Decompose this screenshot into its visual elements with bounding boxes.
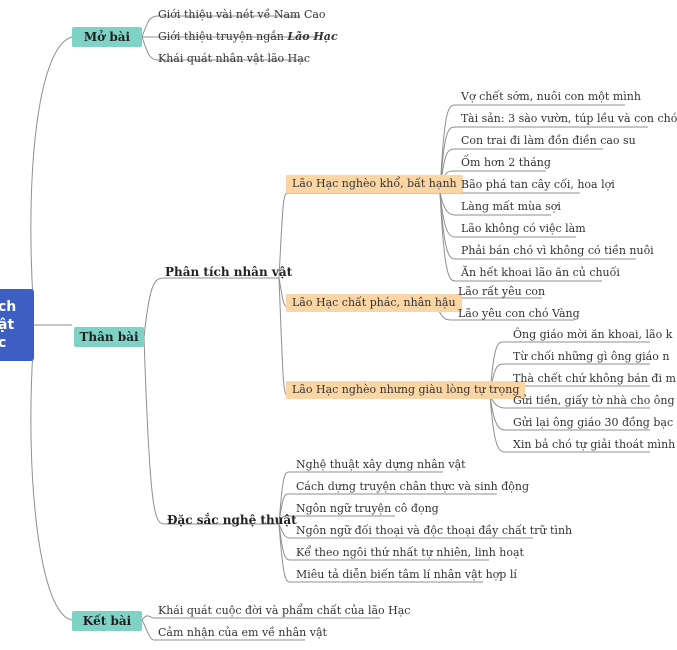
section-mo-bai: Mở bài — [72, 27, 142, 47]
nghe-thuat-item-3: Ngôn ngữ truyện cô đọng — [296, 502, 439, 515]
giau-long-item-5: Gửi lại ông giáo 30 đồng bạc — [513, 416, 674, 429]
ngheo-kho-item-8: Phải bán chó vì không có tiền nuôi — [461, 244, 654, 257]
chat-phac-item-1: Lão rất yêu con — [458, 285, 546, 298]
giau-long-item-2: Từ chối những gì ông giáo n — [513, 350, 670, 363]
ngheo-kho-item-2: Tài sản: 3 sào vườn, túp lều và con chó — [461, 112, 677, 125]
branch-giau-long-tu-trong: Lão Hạc nghèo nhưng giàu lòng tự trọng — [286, 381, 526, 399]
mo-bai-item-2-text: Giới thiệu truyện ngắn — [158, 30, 288, 43]
section-than-bai: Thân bài — [74, 327, 144, 347]
chat-phac-item-2: Lão yêu con chó Vàng — [458, 307, 580, 320]
nghe-thuat-item-2: Cách dựng truyện chân thực và sinh động — [296, 480, 530, 493]
ket-bai-item-1: Khái quát cuộc đời và phẩm chất của lão … — [158, 604, 411, 617]
section-ket-bai: Kết bài — [72, 611, 142, 631]
giau-long-item-6: Xin bả chó tự giải thoát mình — [513, 438, 676, 451]
ngheo-kho-item-6: Làng mất mùa sợi — [461, 200, 561, 213]
mo-bai-item-2-title: Lão Hạc — [287, 30, 338, 43]
nghe-thuat-item-5: Kể theo ngôi thứ nhất tự nhiên, linh hoạ… — [296, 546, 524, 559]
nghe-thuat-item-4: Ngôn ngữ đối thoại và độc thoại đầy chất… — [296, 524, 573, 537]
ngheo-kho-item-3: Con trai đi làm đồn điền cao su — [461, 134, 636, 147]
giau-long-item-3: Thà chết chứ không bán đi m — [513, 372, 676, 385]
ngheo-kho-item-9: Ăn hết khoai lão ăn củ chuối — [461, 266, 620, 279]
nghe-thuat-item-6: Miêu tả diễn biến tâm lí nhân vật hợp lí — [296, 568, 517, 581]
mo-bai-item-1: Giới thiệu vài nét về Nam Cao — [158, 8, 326, 21]
subtopic-dac-sac-nghe-thuat: Đặc sắc nghệ thuật — [167, 513, 297, 527]
root-line-2: ật — [0, 317, 15, 333]
ngheo-kho-item-7: Lão không có việc làm — [461, 222, 586, 235]
root-line-3: c — [0, 335, 7, 351]
ngheo-kho-item-1: Vợ chết sớm, nuôi con một mình — [461, 90, 641, 103]
mo-bai-item-3: Khái quát nhân vật lão Hạc — [158, 52, 310, 65]
giau-long-item-1: Ông giáo mời ăn khoai, lão k — [513, 328, 673, 341]
ngheo-kho-item-4: Ốm hơn 2 tháng — [461, 156, 551, 169]
nghe-thuat-item-1: Nghệ thuật xây dựng nhân vật — [296, 458, 466, 471]
mo-bai-item-2: Giới thiệu truyện ngắn Lão Hạc — [158, 29, 338, 45]
branch-ngheo-kho: Lão Hạc nghèo khổ, bất hạnh — [286, 175, 463, 193]
branch-chat-phac: Lão Hạc chất phác, nhân hậu — [286, 294, 462, 312]
root-line-1: ch — [0, 299, 17, 315]
ket-bai-item-2: Cảm nhận của em về nhân vật — [158, 626, 327, 639]
giau-long-item-4: Gửi tiền, giấy tờ nhà cho ông — [513, 394, 675, 407]
root-topic: ch ật c — [0, 289, 34, 361]
subtopic-phan-tich-nhan-vat: Phân tích nhân vật — [165, 265, 293, 279]
ngheo-kho-item-5: Bão phá tan cây cối, hoa lợi — [461, 178, 615, 191]
